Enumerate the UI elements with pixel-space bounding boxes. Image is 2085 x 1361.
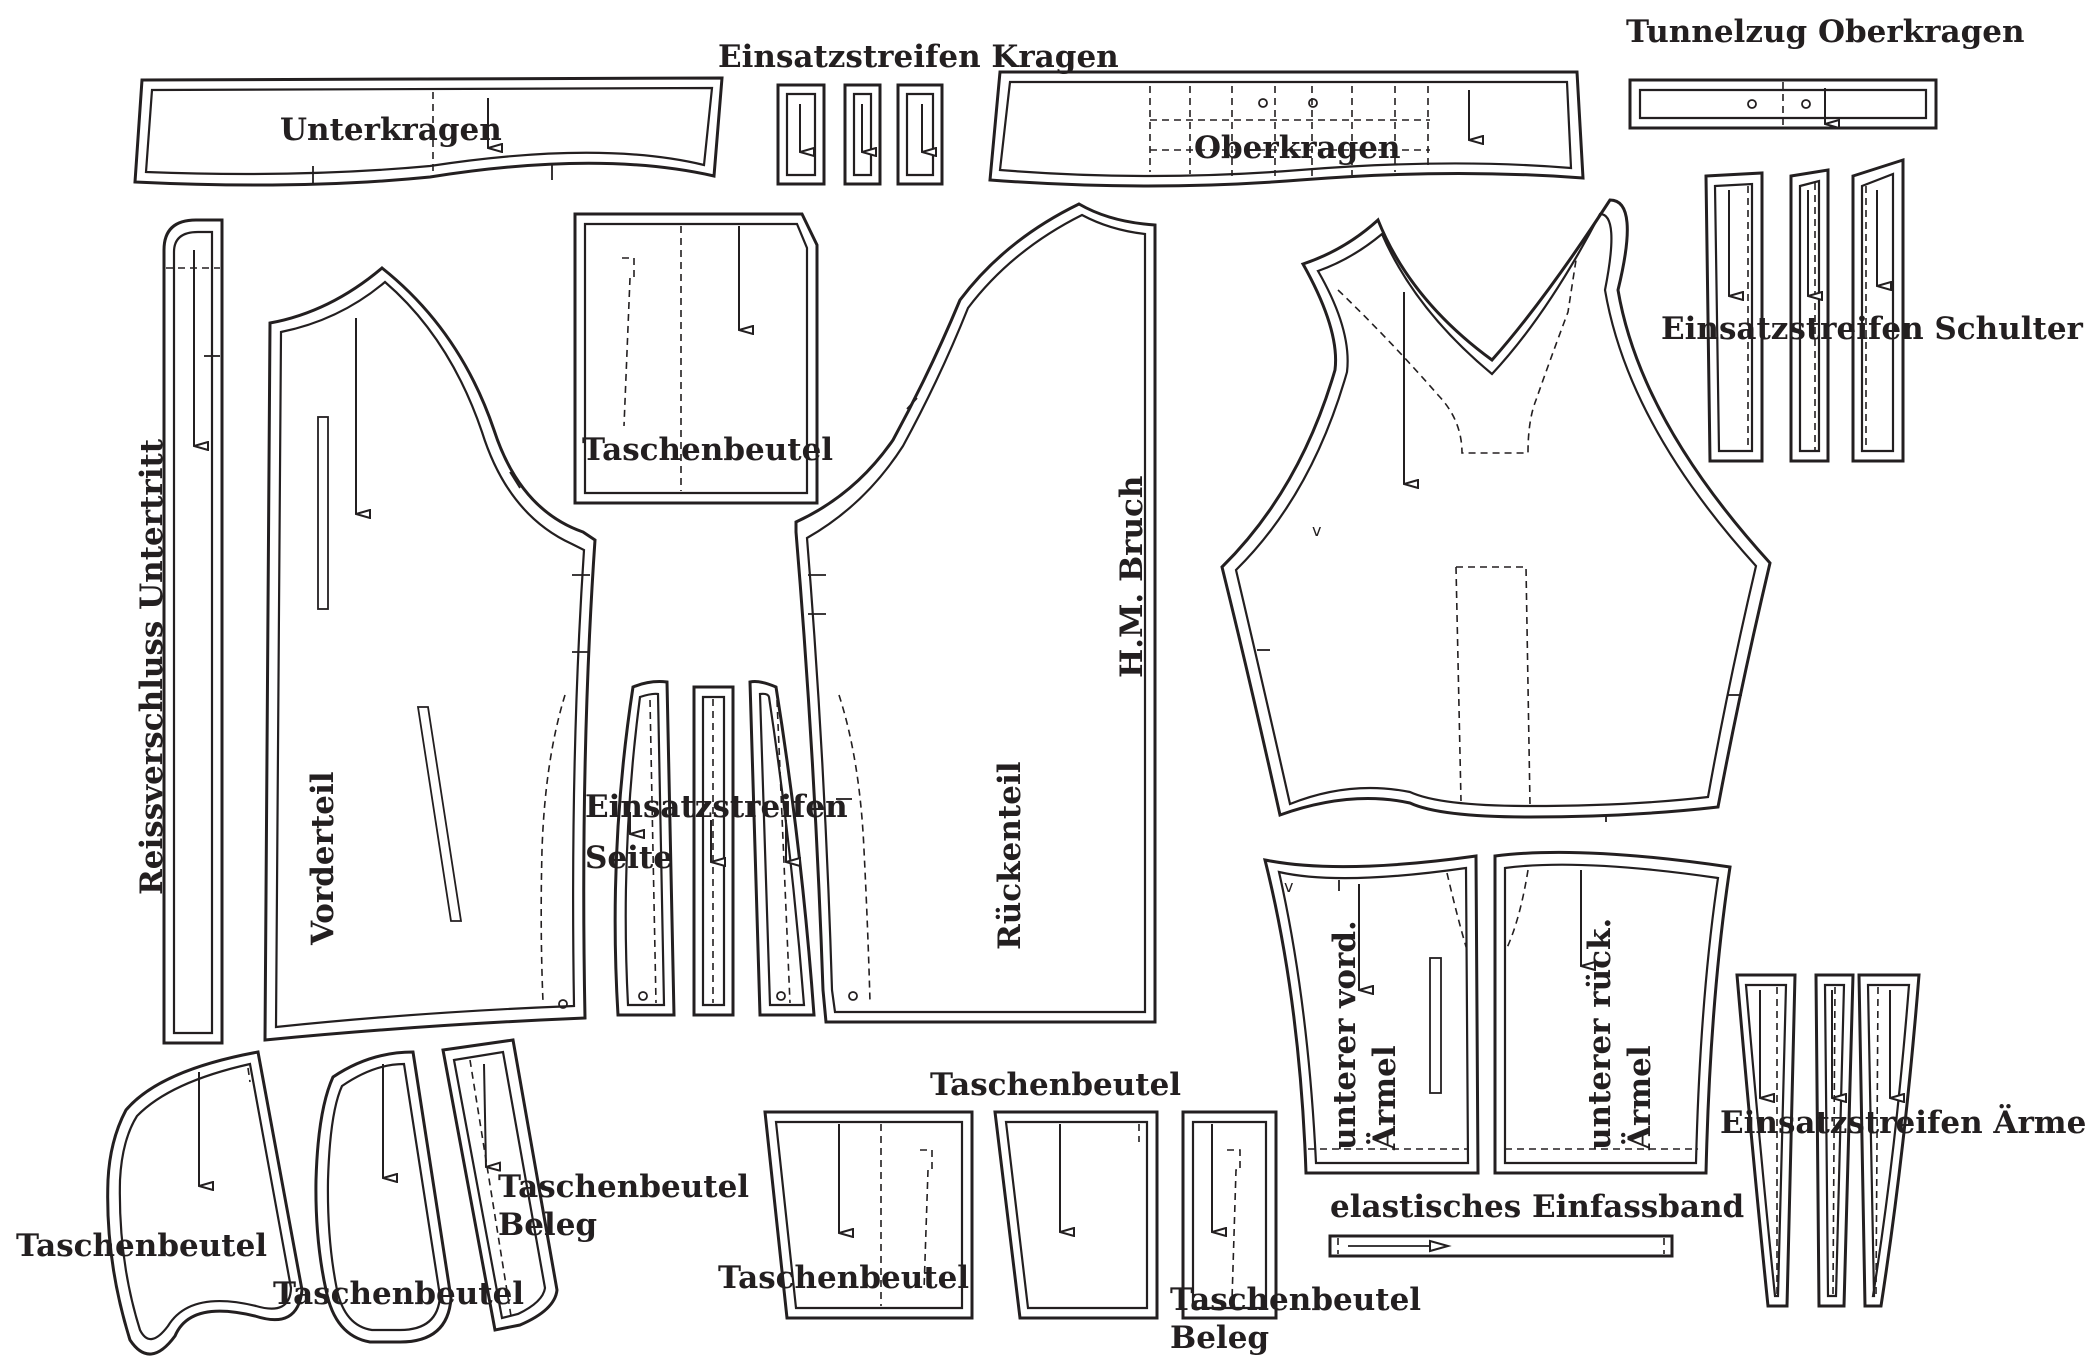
unterer-rueck-aermel-label-2: Ärmel [1620, 1045, 1658, 1151]
unterkragen-piece: Unterkragen [133, 76, 724, 187]
hm-bruch-label: H.M. Bruch [1114, 476, 1150, 678]
sleeve-notch-mark: v [1312, 521, 1321, 540]
einsatzstreifen-kragen-label: Einsatzstreifen Kragen [718, 39, 1119, 75]
reissverschluss-untertritt-piece: Reissverschluss Untertritt [134, 218, 224, 1045]
unterer-rueck-aermel-piece: unterer rück. Ärmel [1493, 850, 1732, 1175]
elastisches-einfassband-label: elastisches Einfassband [1330, 1189, 1744, 1225]
taschenbeutel-beleg-left-label-2: Beleg [498, 1207, 597, 1243]
taschenbeutel-top-label: Taschenbeutel [582, 432, 833, 468]
reissverschluss-untertritt-label: Reissverschluss Untertritt [134, 438, 170, 895]
unterer-vord-aermel-piece: v unterer vord. Ärmel [1262, 854, 1480, 1175]
einsatzstreifen-kragen-pieces: Einsatzstreifen Kragen [718, 39, 1119, 186]
tunnelzug-oberkragen-label: Tunnelzug Oberkragen [1626, 14, 2025, 50]
oberkragen-label: Oberkragen [1194, 130, 1401, 166]
taschenbeutel-beleg-mid-label-2: Beleg [1170, 1320, 1269, 1356]
vorderteil-label: Vorderteil [305, 771, 341, 946]
elastisches-einfassband-piece: elastisches Einfassband [1328, 1189, 1744, 1258]
taschenbeutel-left-2-label: Taschenbeutel [273, 1276, 524, 1312]
tunnelzug-oberkragen-piece: Tunnelzug Oberkragen [1626, 14, 2025, 130]
oberkragen-piece: Oberkragen [988, 70, 1585, 188]
taschenbeutel-mid-label: Taschenbeutel [718, 1260, 969, 1296]
taschenbeutel-beleg-left-label-1: Taschenbeutel [498, 1169, 749, 1205]
taschenbeutel-top-piece: Taschenbeutel [573, 212, 833, 505]
taschenbeutel-left-1-piece: Taschenbeutel [16, 1050, 304, 1356]
taschenbeutel-bottom-pieces: Taschenbeutel Taschenbeutel Taschenbeute… [718, 1067, 1421, 1356]
vorderteil-piece: Vorderteil [263, 266, 597, 1042]
unterkragen-label: Unterkragen [280, 112, 502, 148]
unterer-vord-aermel-label-1: unterer vord. [1327, 920, 1363, 1150]
einsatzstreifen-seite-label-1: Einsatzstreifen [585, 789, 848, 825]
einsatzstreifen-aermel-pieces: Einsatzstreifen Ärmel [1720, 973, 2085, 1308]
einsatzstreifen-schulter-pieces: Einsatzstreifen Schulter [1661, 157, 2084, 463]
taschenbeutel-left-1-label: Taschenbeutel [16, 1228, 267, 1264]
taschenbeutel-left-2-piece: Taschenbeutel [273, 1050, 524, 1344]
taschenbeutel-beleg-left-piece: Taschenbeutel Beleg [441, 1038, 749, 1332]
lower-front-sleeve-notch: v [1284, 877, 1293, 896]
unterer-vord-aermel-label-2: Ärmel [1365, 1045, 1403, 1151]
taschenbeutel-beleg-mid-label-1: Taschenbeutel [1170, 1282, 1421, 1318]
einsatzstreifen-aermel-label: Einsatzstreifen Ärmel [1720, 1103, 2085, 1141]
unterer-rueck-aermel-label-1: unterer rück. [1582, 918, 1618, 1150]
rueckenteil-piece: Rückenteil H.M. Bruch [794, 202, 1157, 1024]
oberaermel-piece: v [1220, 198, 1772, 822]
einsatzstreifen-schulter-label: Einsatzstreifen Schulter [1661, 311, 2084, 347]
rueckenteil-label: Rückenteil [992, 761, 1028, 950]
einsatzstreifen-seite-label-2: Seite [585, 840, 673, 876]
taschenbeutel-bottom-header-label: Taschenbeutel [930, 1067, 1181, 1103]
einsatzstreifen-seite-pieces: Einsatzstreifen Seite [585, 680, 848, 1017]
